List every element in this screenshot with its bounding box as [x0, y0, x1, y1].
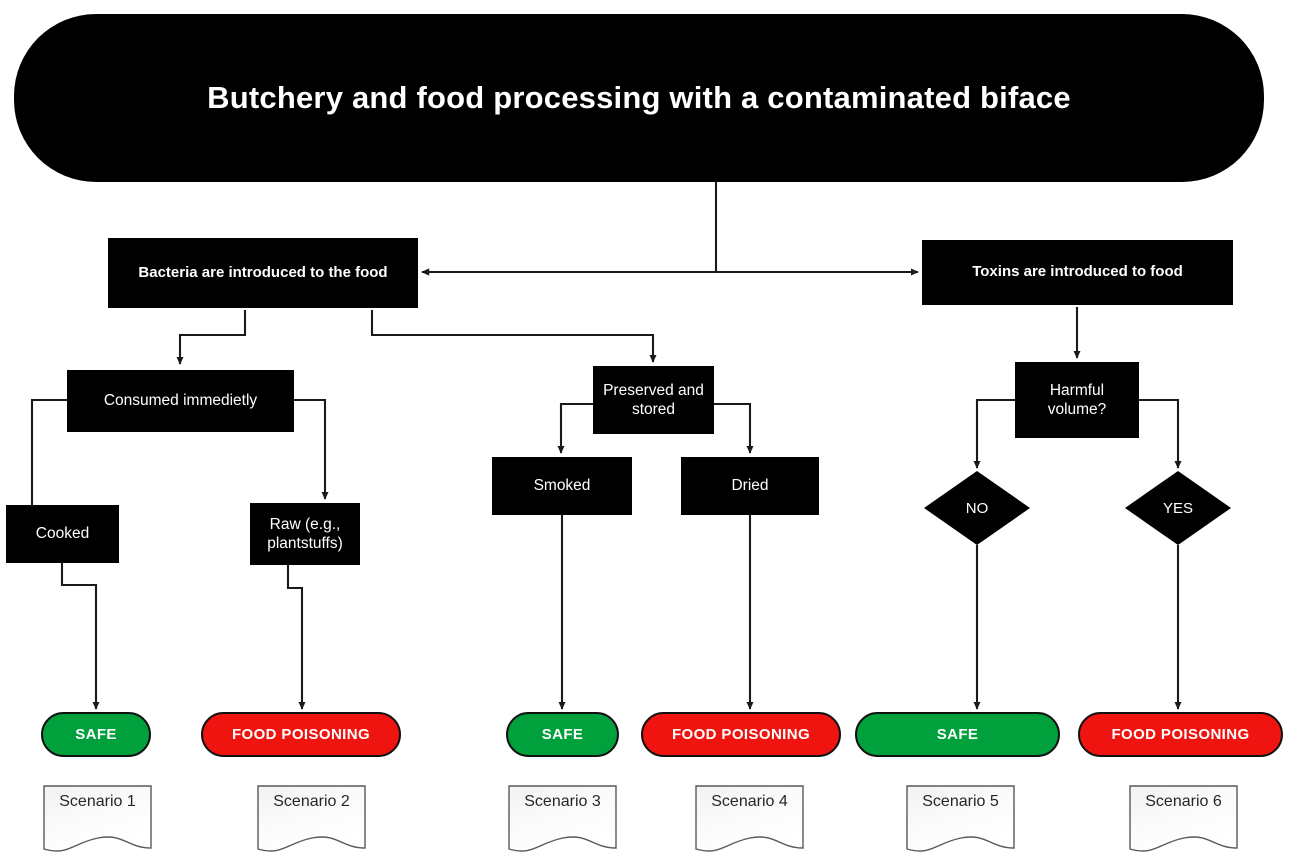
node-raw-line-1: Raw (e.g.,	[269, 515, 341, 533]
wire-raw-poisoning	[286, 565, 306, 710]
node-consumed-immediately[interactable]: Consumed immedietly	[67, 370, 294, 432]
wire-preserved-dried	[714, 402, 754, 454]
scenario-doc-6[interactable]: Scenario 6	[1129, 785, 1238, 857]
wire-preserved-smoked	[557, 402, 593, 454]
decision-no[interactable]: NO	[924, 471, 1030, 545]
node-smoked[interactable]: Smoked	[492, 457, 632, 515]
wire-bacteria-preserved	[370, 310, 657, 363]
scenario-doc-3[interactable]: Scenario 3	[508, 785, 617, 857]
node-preserved-line-1: Preserved and	[603, 381, 704, 399]
node-preserved-and-stored[interactable]: Preserved and stored	[593, 366, 714, 434]
wire-harmful-no	[973, 398, 1015, 469]
node-dried[interactable]: Dried	[681, 457, 819, 515]
scenario-doc-1-label: Scenario 1	[59, 793, 136, 810]
scenario-doc-4[interactable]: Scenario 4	[695, 785, 804, 857]
decision-yes[interactable]: YES	[1125, 471, 1231, 545]
scenario-doc-6-label: Scenario 6	[1145, 793, 1222, 810]
scenario-doc-2[interactable]: Scenario 2	[257, 785, 366, 857]
scenario-doc-5[interactable]: Scenario 5	[906, 785, 1015, 857]
scenario-doc-3-label: Scenario 3	[524, 793, 601, 810]
wire-harmful-yes	[1139, 398, 1182, 469]
outcome-pill-3[interactable]: SAFE	[506, 712, 619, 757]
scenario-doc-4-label: Scenario 4	[711, 793, 788, 810]
node-harmful-volume[interactable]: Harmful volume?	[1015, 362, 1139, 438]
wire-bacteria-consumed	[176, 310, 247, 365]
scenario-doc-1[interactable]: Scenario 1	[43, 785, 152, 857]
outcome-pill-1[interactable]: SAFE	[41, 712, 151, 757]
node-cooked[interactable]: Cooked	[6, 505, 119, 563]
node-bacteria-introduced[interactable]: Bacteria are introduced to the food	[108, 238, 418, 308]
node-raw[interactable]: Raw (e.g., plantstuffs)	[250, 503, 360, 565]
node-harmful-line-2: volume?	[1047, 401, 1107, 418]
node-preserved-line-2: stored	[631, 401, 676, 418]
scenario-doc-2-label: Scenario 2	[273, 793, 350, 810]
node-harmful-line-1: Harmful	[1049, 381, 1105, 399]
node-toxins-introduced[interactable]: Toxins are introduced to food	[922, 240, 1233, 305]
node-raw-line-2: plantstuffs)	[267, 535, 343, 552]
diagram-title: Butchery and food processing with a cont…	[14, 14, 1264, 182]
outcome-pill-5[interactable]: SAFE	[855, 712, 1060, 757]
outcome-pill-2[interactable]: FOOD POISONING	[201, 712, 401, 757]
outcome-pill-4[interactable]: FOOD POISONING	[641, 712, 841, 757]
scenario-doc-5-label: Scenario 5	[922, 793, 999, 810]
outcome-pill-6[interactable]: FOOD POISONING	[1078, 712, 1283, 757]
wire-consumed-raw	[294, 398, 329, 500]
wire-cooked-safe	[60, 563, 100, 710]
